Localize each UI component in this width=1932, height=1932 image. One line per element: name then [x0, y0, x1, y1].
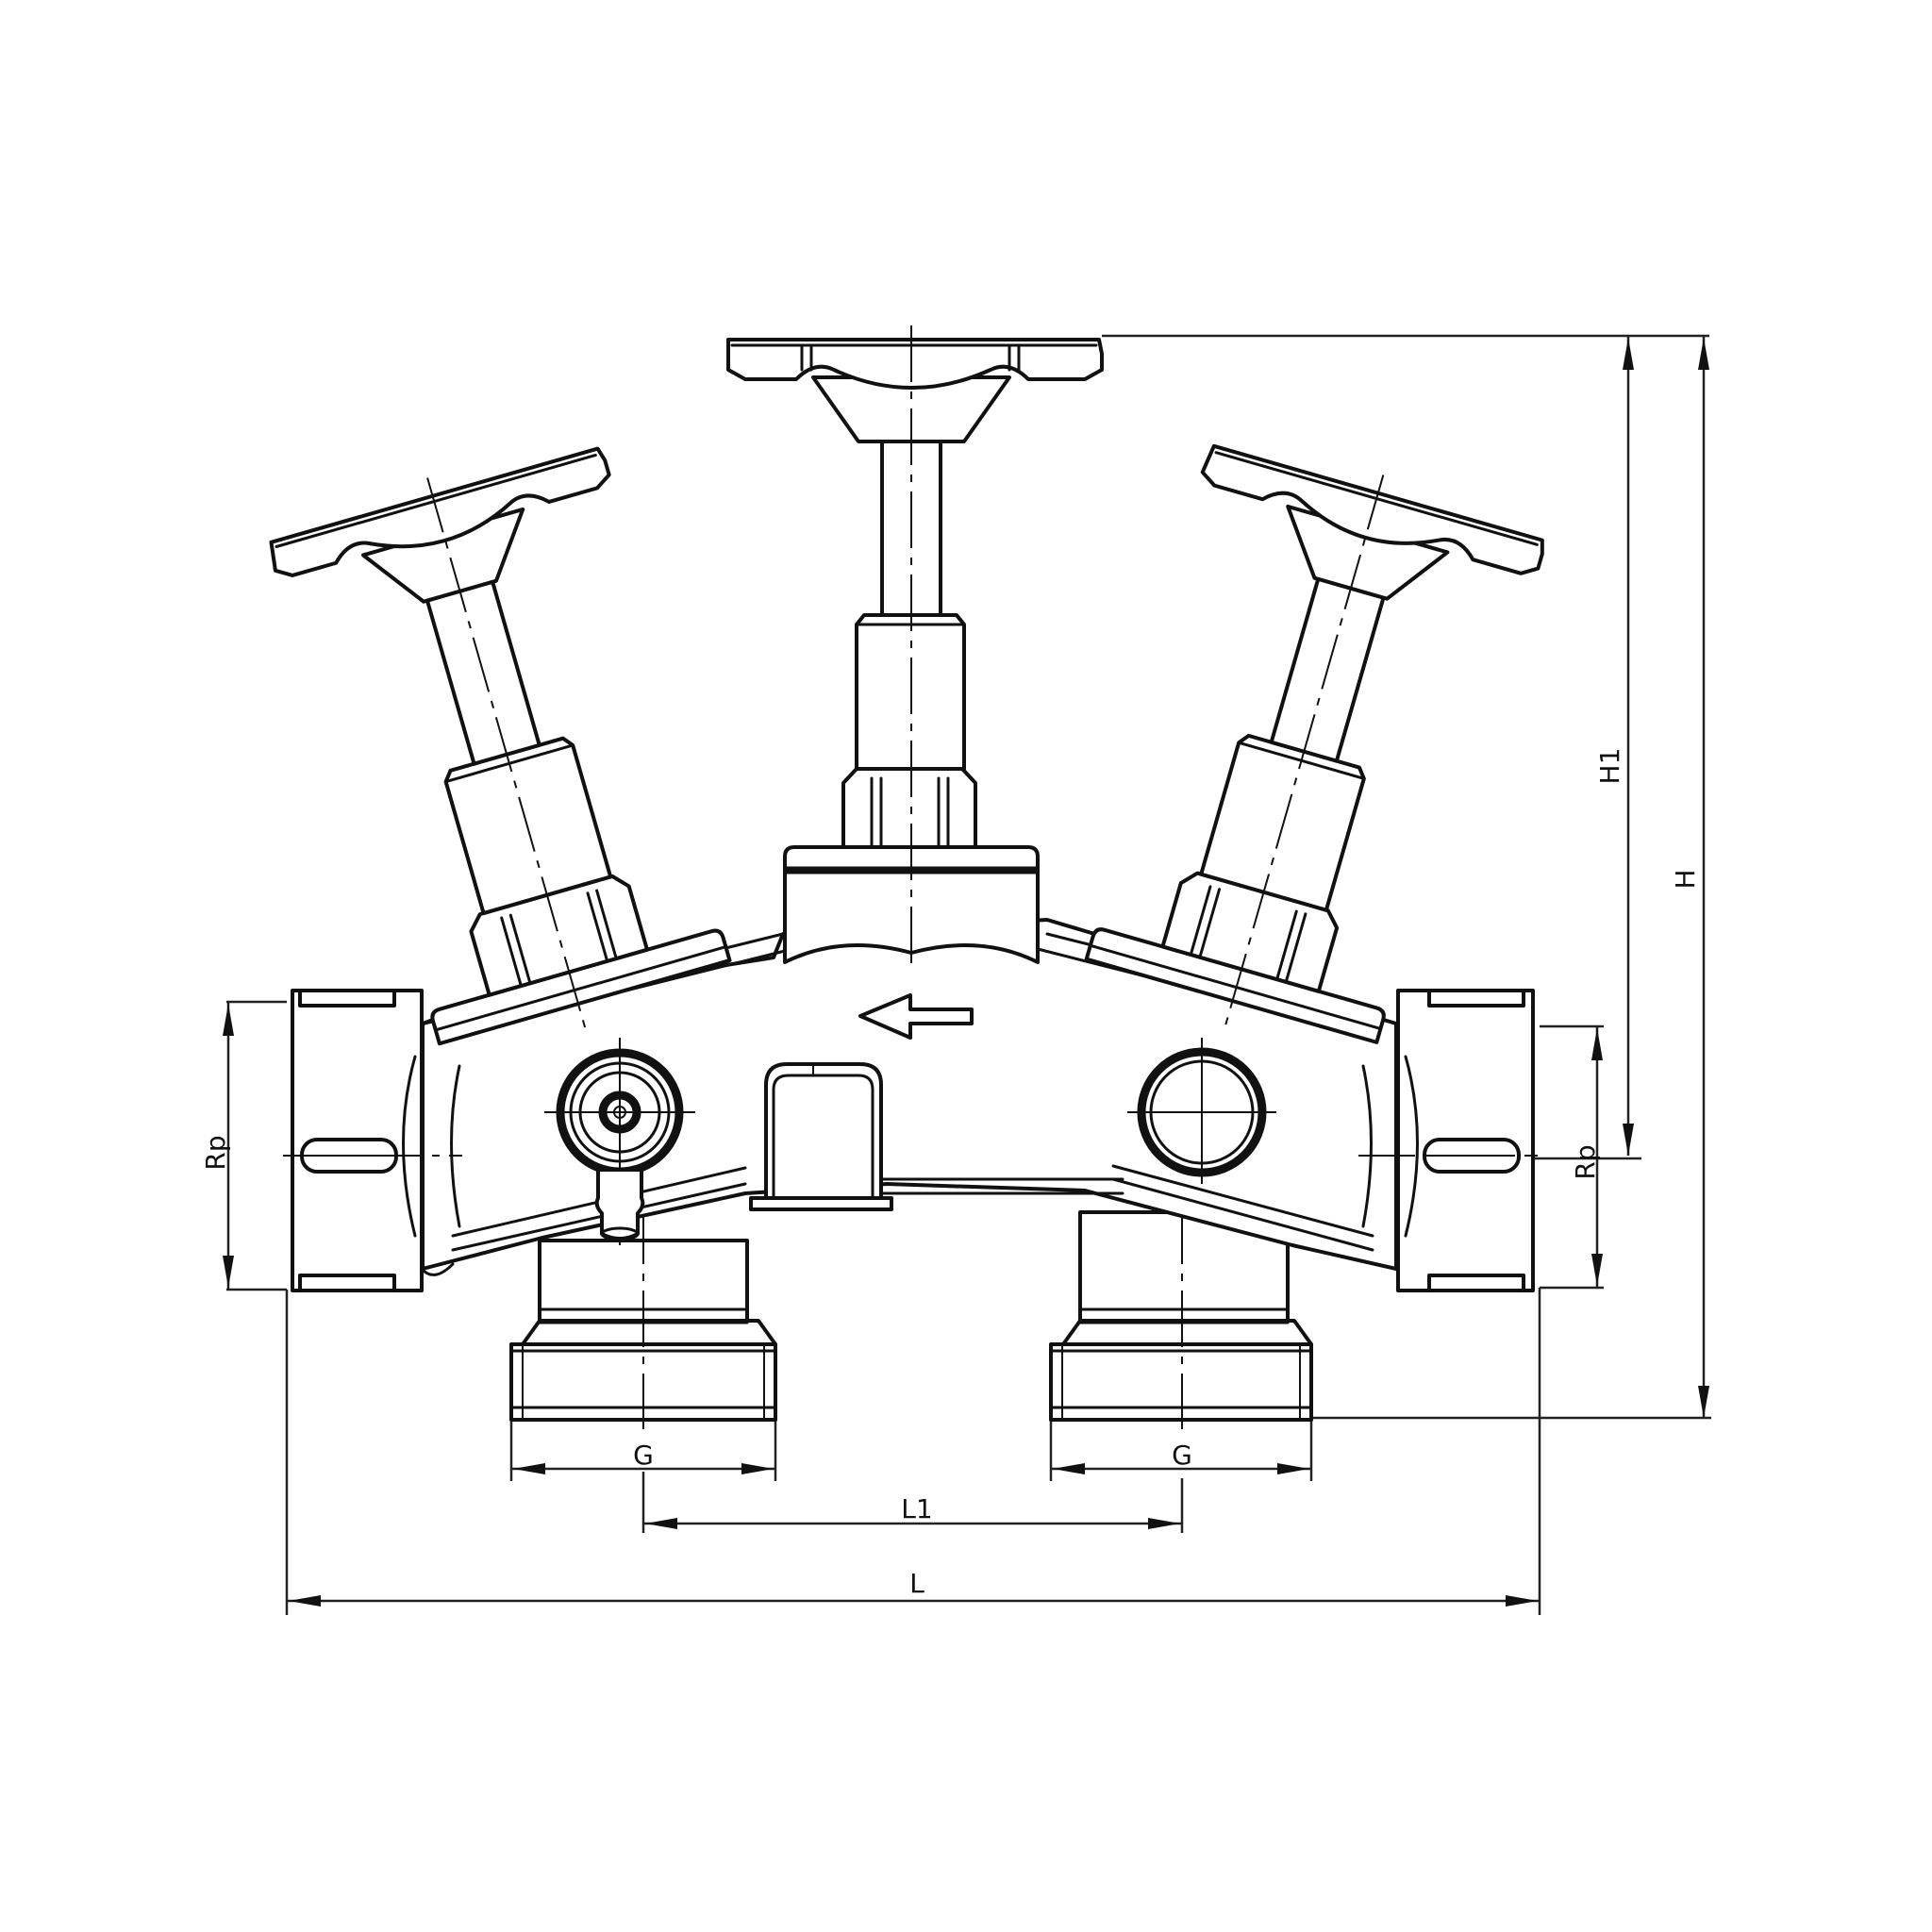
- dim-label-h1: H1: [1594, 748, 1625, 785]
- center-valve: [726, 325, 1104, 972]
- right-outlet-port: [1358, 989, 1538, 1292]
- left-inlet-port: [283, 989, 474, 1292]
- dim-label-l1: L1: [901, 1493, 932, 1524]
- dim-label-rp-right: Rp: [1570, 1144, 1601, 1179]
- flow-direction-arrow-icon: [858, 993, 974, 1040]
- left-test-point: [544, 1038, 695, 1245]
- left-valve: [269, 446, 732, 1046]
- right-plug: [1127, 1038, 1276, 1184]
- dim-label-h: H: [1670, 869, 1701, 889]
- right-valve: [1084, 443, 1544, 1044]
- bottom-port-left: [509, 1208, 777, 1429]
- dimension-lines: [223, 334, 1711, 1615]
- bottom-port-right: [1049, 1208, 1313, 1429]
- dim-label-l: L: [909, 1568, 924, 1599]
- dim-label-rp-left: Rp: [200, 1135, 231, 1170]
- dim-label-g-right: G: [1172, 1440, 1192, 1471]
- dimension-labels: H1 H Rp Rp G G L1 L: [200, 748, 1701, 1599]
- dim-label-g-left: G: [633, 1440, 654, 1471]
